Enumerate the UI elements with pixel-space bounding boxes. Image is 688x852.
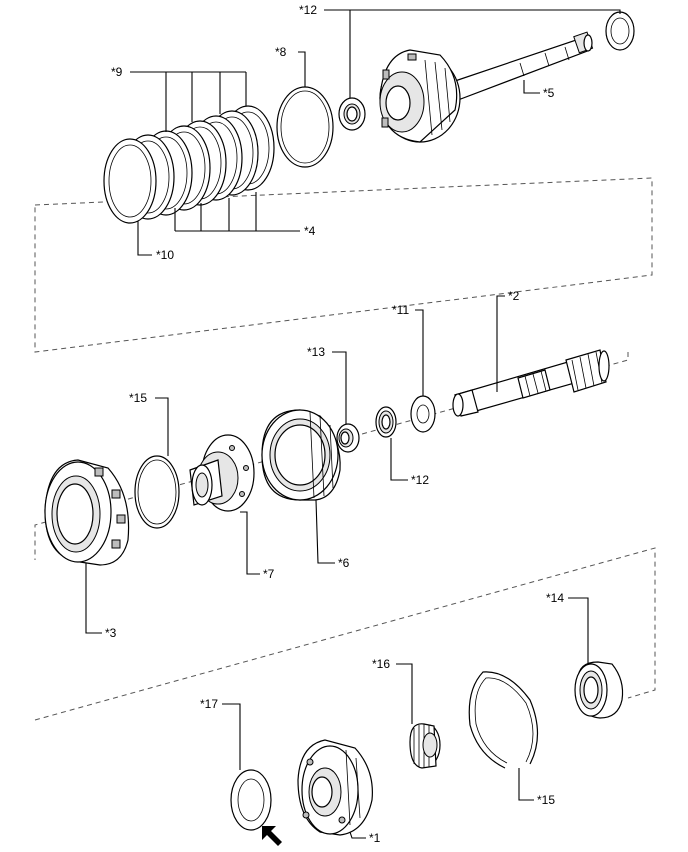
label-9: *9 [111, 65, 123, 79]
front-direction-arrow [262, 826, 282, 846]
input-shaft-5 [451, 31, 594, 101]
bushing-13 [336, 423, 360, 453]
thrust-bearing-12-middle [375, 406, 397, 438]
snap-ring-15-middle [134, 455, 180, 529]
label-12-middle: *12 [411, 473, 429, 487]
label-15-middle: *15 [129, 391, 147, 405]
label-11: *11 [392, 303, 409, 317]
label-16: *16 [372, 657, 390, 671]
snap-ring-8 [276, 86, 334, 168]
label-5: *5 [543, 86, 555, 100]
callout-labels: *12 *8 *9 *5 *4 *10 *11 *2 *13 *15 *12 *… [105, 3, 564, 845]
label-4: *4 [304, 224, 316, 238]
clutch-hub-3 [44, 459, 130, 566]
label-17: *17 [200, 697, 218, 711]
thrust-washer-11 [410, 395, 436, 433]
label-3: *3 [105, 626, 117, 640]
oil-seal-12-top [338, 97, 366, 131]
leader-lines [85, 9, 621, 839]
label-7: *7 [263, 567, 275, 581]
label-6: *6 [338, 556, 350, 570]
group-boundary-top [34, 177, 653, 353]
label-1: *1 [369, 831, 381, 845]
thrust-washer-12-top [605, 11, 635, 51]
needle-bearing-16 [409, 723, 441, 769]
clutch-plate-stack [103, 105, 275, 224]
flange-7 [189, 434, 255, 512]
label-13: *13 [307, 345, 325, 359]
label-12-top: *12 [299, 3, 317, 17]
label-8: *8 [275, 45, 287, 59]
label-2: *2 [508, 289, 520, 303]
clutch-drum [379, 49, 461, 143]
label-10: *10 [156, 248, 174, 262]
planetary-carrier-1 [297, 739, 373, 836]
intermediate-shaft-2 [452, 349, 610, 417]
ring-gear-6 [261, 409, 341, 501]
bearing-14 [574, 661, 624, 719]
label-15-bottom: *15 [537, 793, 555, 807]
label-14: *14 [546, 591, 564, 605]
thrust-washer-17 [230, 769, 272, 831]
snap-ring-15-bottom [468, 671, 539, 769]
